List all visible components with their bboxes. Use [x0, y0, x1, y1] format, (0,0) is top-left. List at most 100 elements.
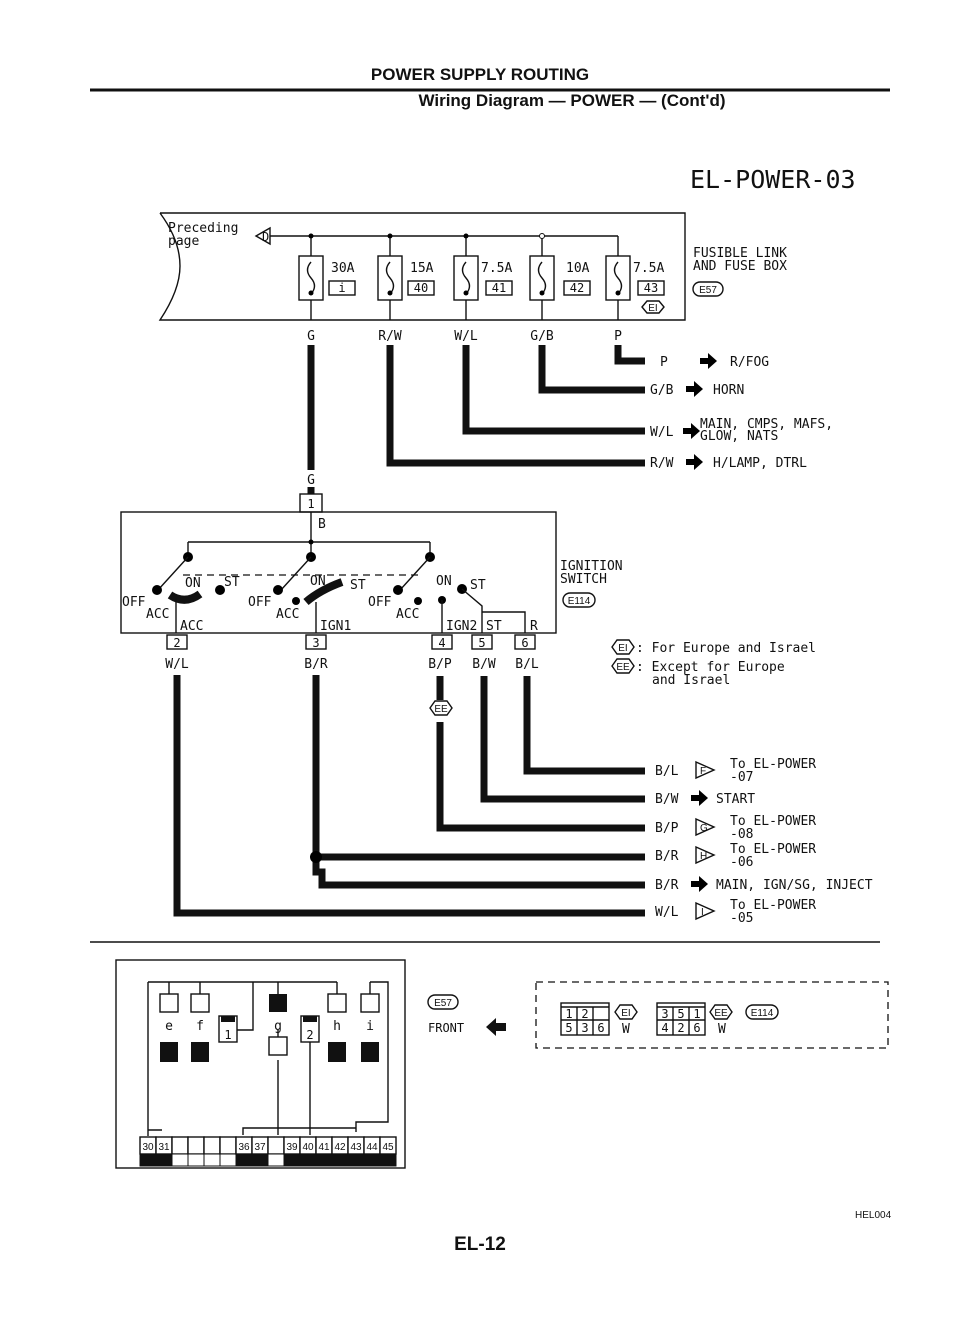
bottom-wires: [173, 675, 645, 917]
svg-text:-07: -07: [730, 770, 753, 785]
svg-text:W/L: W/L: [655, 905, 679, 920]
terminal-label: 43: [350, 1142, 362, 1153]
terminal-fill: [363, 1153, 381, 1167]
terminal-label: 36: [238, 1142, 250, 1153]
svg-text:2: 2: [306, 1028, 313, 1042]
svg-text:B/L: B/L: [515, 657, 539, 672]
svg-text:ACC: ACC: [180, 619, 203, 634]
svg-text:7.5A: 7.5A: [633, 261, 664, 276]
page-number: EL-12: [454, 1234, 506, 1255]
svg-text:4: 4: [438, 636, 445, 650]
svg-text:OFF: OFF: [248, 595, 272, 610]
ignition-connector: E114: [568, 596, 591, 607]
ignition-pins: 2 3 4 5 6 W/L B/R B/P B/W B/L: [165, 634, 539, 672]
ee-marker: [429, 700, 453, 716]
preceding-marker-label: D: [262, 230, 269, 244]
pin-1-label: 1: [307, 497, 314, 511]
svg-text:W/L: W/L: [454, 329, 478, 344]
svg-text:1: 1: [693, 1007, 700, 1021]
connector-view-id: E57: [434, 998, 452, 1009]
svg-text:i: i: [366, 1019, 374, 1034]
top-wires: [307, 345, 645, 470]
terminal-fill: [187, 1153, 205, 1167]
terminal-fill: [235, 1153, 253, 1167]
svg-text:ST: ST: [470, 578, 486, 593]
terminal-fill: [299, 1153, 317, 1167]
svg-text:1: 1: [224, 1028, 231, 1042]
svg-text:3: 3: [661, 1007, 668, 1021]
terminal-fill: [251, 1153, 269, 1167]
ignition-switch-name: IGNITION: [560, 559, 623, 574]
svg-text:R/W: R/W: [378, 329, 402, 344]
connector-oval: [562, 592, 596, 608]
svg-text:e: e: [165, 1019, 173, 1034]
svg-text:H: H: [700, 851, 707, 862]
svg-text:f: f: [196, 1019, 204, 1034]
svg-text:10A: 10A: [566, 261, 590, 276]
svg-text:MAIN, IGN/SG, INJECT: MAIN, IGN/SG, INJECT: [716, 878, 873, 893]
svg-text:IGN2: IGN2: [446, 619, 477, 634]
arrow-icon: [683, 423, 700, 439]
b-label: B: [318, 517, 326, 532]
ignition-input-wire: G: [307, 473, 315, 488]
svg-text:G/B: G/B: [650, 383, 674, 398]
ignition-switch-contacts: [152, 512, 526, 633]
svg-text:g: g: [274, 1019, 282, 1034]
terminal-fill: [315, 1153, 333, 1167]
fuse-box-frame: [158, 212, 686, 321]
terminal-label: 39: [286, 1142, 298, 1153]
svg-text:4: 4: [661, 1021, 668, 1035]
svg-text:B/W: B/W: [655, 792, 679, 807]
svg-text:5: 5: [565, 1021, 572, 1035]
ignition-switch-frame: [120, 511, 557, 634]
terminal-label: 41: [318, 1142, 330, 1153]
fuse-wire-labels: G R/W W/L G/B P: [307, 329, 622, 344]
svg-text:40: 40: [414, 281, 428, 295]
fuse-box-connector: E57: [699, 285, 717, 296]
svg-text:ST: ST: [224, 575, 240, 590]
svg-text:-05: -05: [730, 911, 753, 926]
arrow-icon: [686, 454, 703, 470]
svg-text:ON: ON: [185, 576, 201, 591]
svg-text:To EL-POWER: To EL-POWER: [730, 757, 816, 772]
terminal-cell: [267, 1136, 285, 1155]
svg-text:EE: EE: [714, 1008, 728, 1019]
terminal-fill: [283, 1153, 301, 1167]
svg-text:B/R: B/R: [655, 849, 679, 864]
svg-text:OFF: OFF: [368, 595, 392, 610]
front-label: FRONT: [428, 1021, 464, 1035]
terminal-fill: [379, 1153, 397, 1167]
terminal-fill: [139, 1153, 157, 1167]
svg-text:5: 5: [677, 1007, 684, 1021]
connector-oval: [692, 281, 724, 297]
svg-text:ACC: ACC: [146, 607, 169, 622]
svg-text:START: START: [716, 792, 755, 807]
terminal-fill: [203, 1153, 221, 1167]
preceding-label: Preceding: [168, 221, 238, 236]
terminal-label: 42: [334, 1142, 346, 1153]
svg-text:ACC: ACC: [276, 607, 299, 622]
svg-text:: For Europe and Israel: : For Europe and Israel: [636, 641, 816, 656]
svg-text:2: 2: [581, 1007, 588, 1021]
terminal-label: 40: [302, 1142, 314, 1153]
svg-text:43: 43: [644, 281, 658, 295]
terminal-label: 31: [158, 1142, 170, 1153]
arrow-icon: [686, 381, 703, 397]
svg-text:B/W: B/W: [472, 657, 496, 672]
svg-text:41: 41: [492, 281, 506, 295]
fuse-box-name: FUSIBLE LINK: [693, 246, 787, 261]
svg-text:i: i: [338, 281, 345, 295]
svg-text:I: I: [701, 907, 704, 918]
svg-text:B/L: B/L: [655, 764, 679, 779]
svg-text:2: 2: [173, 636, 180, 650]
svg-text:42: 42: [570, 281, 584, 295]
